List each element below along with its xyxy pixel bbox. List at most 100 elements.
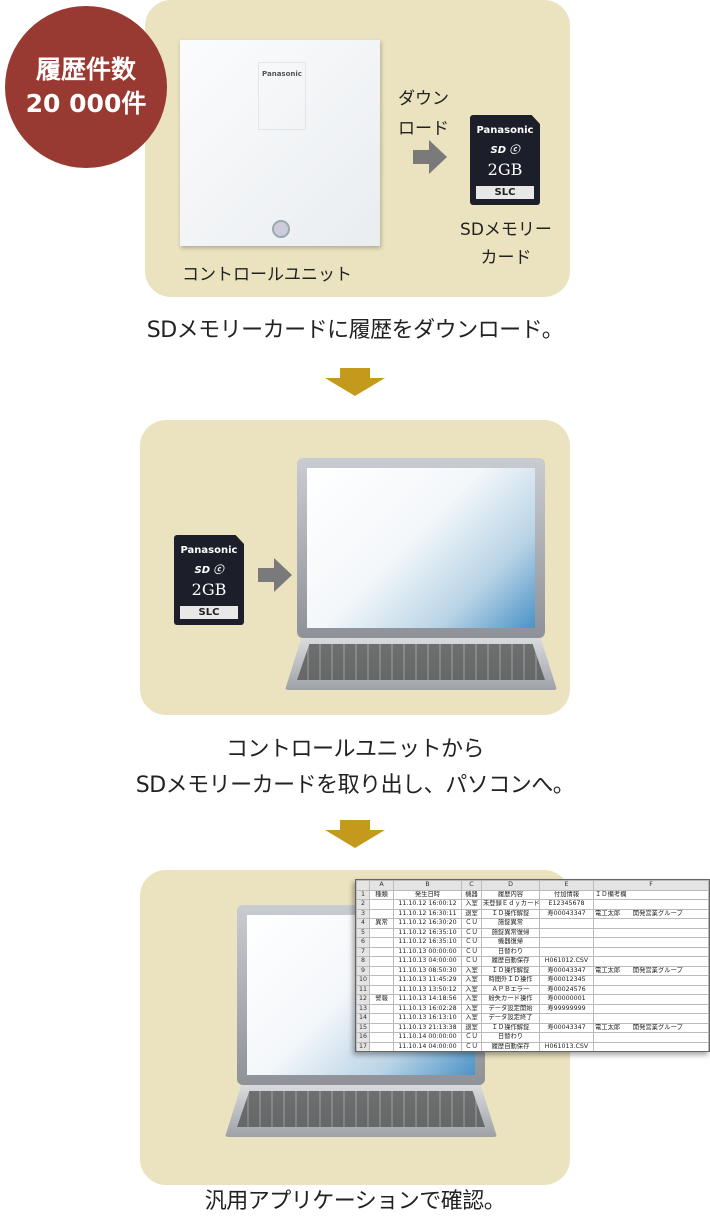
table-cell: ＡＰＢエラー: [481, 984, 540, 995]
table-cell: ＩＤ操作解錠: [481, 965, 540, 976]
table-cell: 寿00043347: [539, 908, 594, 919]
table-cell: 日替わり: [481, 1032, 540, 1043]
download-label: ダウン ロード: [398, 84, 449, 144]
table-cell: 履歴自動保存: [481, 1041, 540, 1051]
table-cell: 電工太郎 開発営業グループ: [593, 1022, 709, 1033]
table-cell: [539, 946, 594, 957]
table-cell: 発生日時: [393, 889, 462, 900]
table-cell: [369, 937, 394, 948]
table-cell: ＩＤ備考欄: [593, 889, 709, 900]
history-count-badge: 履歴件数 20 000件: [5, 6, 167, 168]
row-number: 1: [356, 889, 370, 900]
unit-nameplate: Panasonic: [258, 62, 306, 130]
table-cell: [369, 1003, 394, 1014]
table-cell: [369, 965, 394, 976]
table-cell: ＩＤ操作解錠: [481, 908, 540, 919]
table-cell: 入室: [461, 1013, 482, 1024]
sd-brand: Panasonic: [180, 545, 238, 556]
table-cell: 施錠異常: [481, 918, 540, 929]
table-cell: [593, 1032, 709, 1043]
download-label-2: ロード: [398, 119, 449, 139]
table-cell: データ設定開始: [481, 1003, 540, 1014]
table-cell: 時間外ＩＤ操作: [481, 975, 540, 986]
table-cell: 入室: [461, 994, 482, 1005]
table-cell: データ設定終了: [481, 1013, 540, 1024]
table-cell: 入室: [461, 984, 482, 995]
table-cell: [369, 975, 394, 986]
table-cell: [369, 927, 394, 938]
table-cell: [369, 984, 394, 995]
sd-label-1: SDメモリー: [460, 220, 552, 240]
table-cell: 寿00012345: [539, 975, 594, 986]
table-cell: 寿00043347: [539, 965, 594, 976]
table-cell: ＣＵ: [461, 946, 482, 957]
table-cell: [369, 1032, 394, 1043]
table-cell: 11.10.13 08:50:30: [393, 965, 462, 976]
unit-brand: Panasonic: [262, 70, 302, 78]
row-number: 7: [356, 946, 370, 957]
table-cell: [369, 956, 394, 967]
table-cell: [369, 899, 394, 910]
table-cell: 入室: [461, 1003, 482, 1014]
table-cell: [369, 1013, 394, 1024]
column-header: C: [461, 880, 482, 891]
table-cell: [369, 1041, 394, 1051]
row-number: 11: [356, 984, 370, 995]
table-cell: 付加情報: [539, 889, 594, 900]
row-number: 2: [356, 899, 370, 910]
row-number: 14: [356, 1013, 370, 1024]
badge-line-2: 20 000件: [25, 89, 147, 118]
download-label-1: ダウン: [398, 89, 449, 109]
table-cell: 寿00043347: [539, 1022, 594, 1033]
row-number: 3: [356, 908, 370, 919]
sd-type: SLC: [180, 606, 238, 619]
sd-card-image: Panasonic SD ⓒ 2GB SLC: [174, 535, 244, 625]
step2-caption-1: コントロールユニットから: [225, 737, 485, 762]
key-lock-icon: [272, 220, 290, 238]
table-cell: [593, 918, 709, 929]
column-header: A: [369, 880, 394, 891]
table-cell: ＣＵ: [461, 1032, 482, 1043]
sd-logo: SD ⓒ: [194, 565, 224, 576]
table-cell: 11.10.13 04:00:00: [393, 956, 462, 967]
table-cell: 未登録Ｅｄｙカード: [481, 899, 540, 910]
sd-label-2: カード: [480, 248, 532, 268]
table-cell: [539, 1032, 594, 1043]
table-cell: 寿99999999: [539, 1003, 594, 1014]
table-cell: [593, 984, 709, 995]
table-cell: 機器: [461, 889, 482, 900]
row-number: 16: [356, 1032, 370, 1043]
table-cell: 機器復帰: [481, 937, 540, 948]
table-cell: 11.10.14 04:00:00: [393, 1041, 462, 1051]
row-number: 9: [356, 965, 370, 976]
table-cell: 履歴自動保存: [481, 956, 540, 967]
table-cell: 入室: [461, 975, 482, 986]
table-cell: 11.10.12 16:00:12: [393, 899, 462, 910]
table-cell: [593, 946, 709, 957]
table-cell: [539, 927, 594, 938]
table-cell: 11.10.13 14:18:56: [393, 994, 462, 1005]
table-cell: E12345678: [539, 899, 594, 910]
table-cell: [369, 908, 394, 919]
down-arrow-icon: [325, 368, 385, 396]
table-cell: H061012.CSV: [539, 956, 594, 967]
row-number: 5: [356, 927, 370, 938]
table-cell: ＣＵ: [461, 927, 482, 938]
table-cell: 履歴内容: [481, 889, 540, 900]
